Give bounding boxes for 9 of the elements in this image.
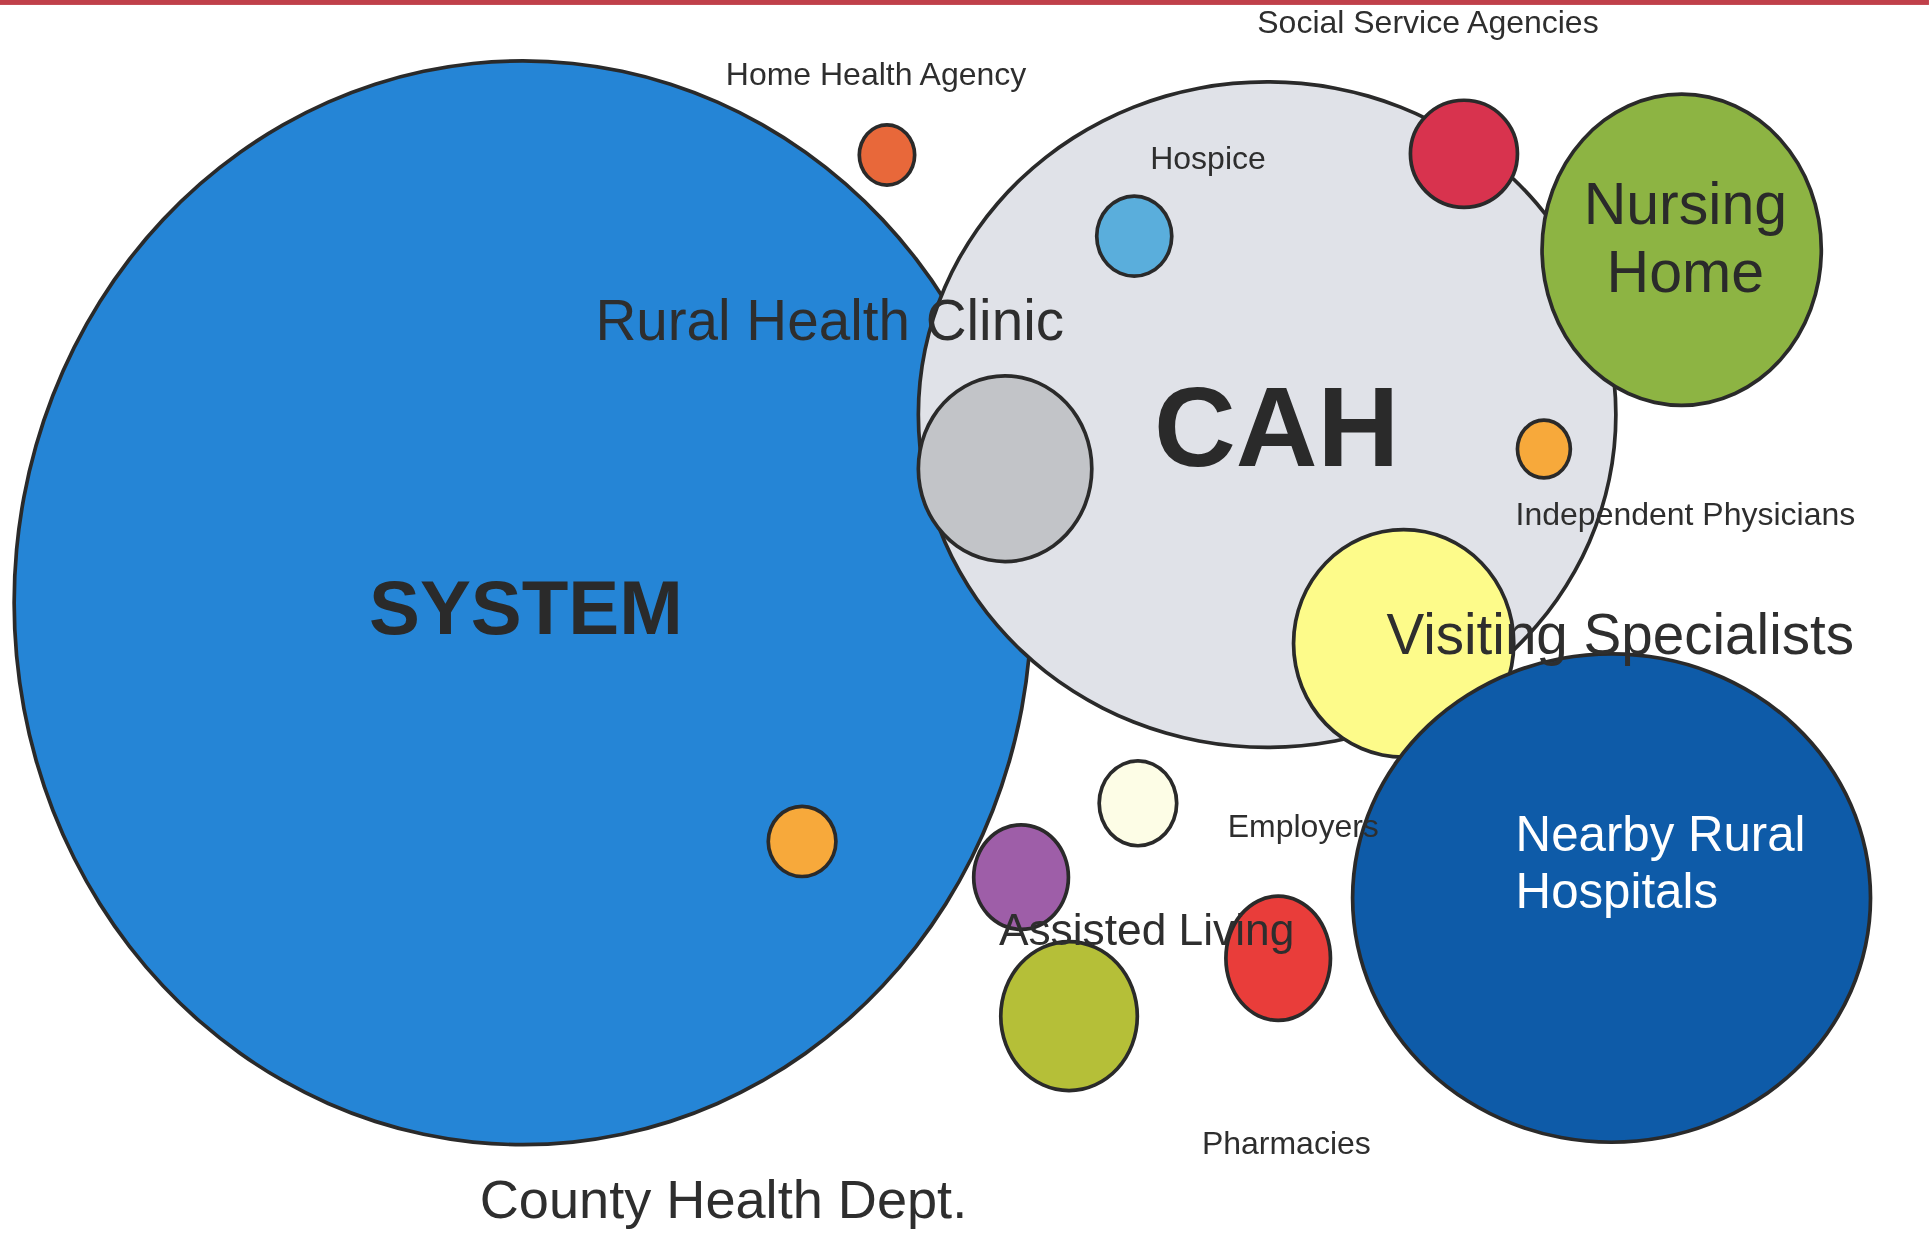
label-text: Pharmacies [1201,1125,1371,1163]
label-text: County Health Dept. [479,1168,968,1231]
bubble-caption: Hospice [1150,140,1266,177]
bubble-label: CAH [1153,363,1401,492]
bubble-label: Nearby Rural Hospitals [1515,806,1807,919]
bubble-label: Nursing Home [1582,170,1789,306]
bubble-caption: Home Health Agency [725,56,1027,94]
bubble-label: SYSTEM [369,563,684,652]
bubble-caption: Social Service Agencies [1257,4,1599,42]
